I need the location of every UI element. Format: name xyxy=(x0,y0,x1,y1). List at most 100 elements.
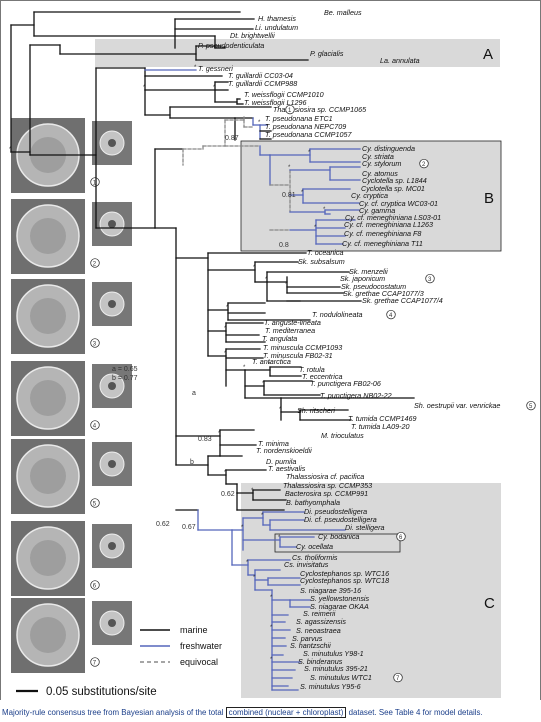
support-value: 0.81 xyxy=(282,192,296,199)
node-support-star: * xyxy=(308,150,311,156)
taxon-label: B. bathyomphala xyxy=(286,498,340,507)
detail-pore xyxy=(108,139,116,147)
node-support-star: * xyxy=(143,85,146,91)
caption-post: dataset. xyxy=(346,708,379,717)
detail-pore xyxy=(108,382,116,390)
micrograph-4 xyxy=(11,361,85,436)
taxon-photo-ref-number: 2 xyxy=(422,162,426,168)
taxon-photo-ref-circle xyxy=(419,158,429,169)
taxon-label: T. pseudonana ETC1 xyxy=(265,114,333,123)
taxon-label: T. anguste-lineata xyxy=(264,318,321,327)
taxon-label: T. weissflogii CCMP1010 xyxy=(244,90,324,99)
photo-number-badge xyxy=(90,580,100,590)
taxon-label: T. nordenskioeldii xyxy=(256,446,312,455)
taxon-label: T. pseudonana CCMP1057 xyxy=(265,130,352,139)
taxon-label: Cy. cryptica xyxy=(351,191,388,200)
clade-box-b xyxy=(240,140,502,252)
taxon-label: Sk. grethae CCAP1077/4 xyxy=(362,296,443,305)
node-support-star: * xyxy=(213,85,216,91)
taxon-label: S. minutulus 395-21 xyxy=(304,664,368,673)
taxon-label: T. aestivalis xyxy=(268,464,306,473)
legend-freshwater-label: freshwater xyxy=(180,641,222,651)
detail-pore xyxy=(108,300,116,308)
photo-number: 7 xyxy=(93,661,97,667)
node-support-star: * xyxy=(218,431,221,437)
taxon-photo-ref-number: 5 xyxy=(529,404,533,410)
taxon-label: M. trioculatus xyxy=(321,431,364,440)
taxon-label: S. niagarae OKAA xyxy=(310,602,369,611)
micrograph-7 xyxy=(11,598,85,673)
support-value: b = 0.77 xyxy=(112,375,138,382)
support-value: a = 0.65 xyxy=(112,366,138,373)
photo-number: 4 xyxy=(93,424,97,430)
taxon-label: T. gessneri xyxy=(198,64,233,73)
taxon-label: D. pumila xyxy=(266,457,296,466)
taxon-label: T. punctigera NB02-22 xyxy=(320,391,392,400)
node-support-star: * xyxy=(253,575,256,581)
caption-link[interactable]: See Table 4 for model details. xyxy=(378,708,483,717)
taxon-photo-ref-circle xyxy=(285,104,295,115)
legend-marine-label: marine xyxy=(180,625,208,635)
taxon-label: Cy. stylorum xyxy=(362,159,401,168)
taxon-label: T. tumida CCMP1469 xyxy=(348,414,416,423)
node-support-star: * xyxy=(288,165,291,171)
node-support-star: * xyxy=(194,65,197,71)
node-support-star: * xyxy=(9,147,12,153)
photo-number-badge xyxy=(90,498,100,508)
taxon-photo-ref-number: 4 xyxy=(389,313,393,319)
taxon-photo-ref-number: 6 xyxy=(399,535,403,541)
taxon-photo-ref-number: 1 xyxy=(288,108,292,114)
node-support-star: * xyxy=(262,381,265,387)
taxon-label: T. guillardii CCMP988 xyxy=(228,79,297,88)
support-value: 0.87 xyxy=(225,135,239,142)
taxon-label: T. mediterranea xyxy=(265,326,315,335)
taxon-label: T. antarctica xyxy=(252,357,291,366)
node-support-star: * xyxy=(261,513,264,519)
taxon-label: H. thamesis xyxy=(258,14,296,23)
support-value: 0.67 xyxy=(182,524,196,531)
taxon-label: Cs. tholiformis xyxy=(292,553,338,562)
node-support-star: * xyxy=(224,351,227,357)
photo-number: 2 xyxy=(93,262,97,268)
taxon-label: S. neoastraea xyxy=(296,626,341,635)
clade-box-a xyxy=(95,39,500,67)
taxon-photo-ref-circle xyxy=(386,309,396,320)
detail-pore xyxy=(108,460,116,468)
valve-centre xyxy=(30,617,66,653)
taxon-label: Sh. oestrupii var. venrickae xyxy=(414,401,500,410)
taxon-label: Cy. cf. meneghiniana LS03-01 xyxy=(345,213,441,222)
node-support-star: * xyxy=(258,120,261,126)
taxon-label: Cs. invisitatus xyxy=(284,560,329,569)
taxon-label: P. glacialis xyxy=(310,49,344,58)
taxon-label: Cyclotella sp. L1844 xyxy=(362,176,427,185)
node-support-star: * xyxy=(243,365,246,371)
taxon-label: Di. stelligera xyxy=(345,523,385,532)
taxon-label: T. tumida LA09-20 xyxy=(351,422,409,431)
node-support-star: * xyxy=(268,362,271,368)
valve-centre xyxy=(30,540,66,576)
taxon-label: Dt. brightwellii xyxy=(230,31,275,40)
photo-number: 3 xyxy=(93,342,97,348)
figure-caption: Majority-rule consensus tree from Bayesi… xyxy=(2,706,539,720)
node-support-star: * xyxy=(270,595,273,601)
detail-pore xyxy=(108,542,116,550)
taxon-label: La. annulata xyxy=(380,56,420,65)
taxon-label: T. guillardii CC03-04 xyxy=(228,71,293,80)
taxon-photo-ref-number: 3 xyxy=(428,277,432,283)
taxon-label: Sk. grethae CCAP1077/3 xyxy=(343,289,424,298)
taxon-label: Thalassiosira sp. CCMP353 xyxy=(283,481,372,490)
taxon-label: T. oceanica xyxy=(307,248,344,257)
photo-number-badge xyxy=(90,338,100,348)
taxon-label: Be. malleus xyxy=(324,8,362,17)
node-support-star: * xyxy=(226,305,229,311)
taxon-label: T. rotula xyxy=(299,365,325,374)
taxon-label: Cy. ocellata xyxy=(296,542,333,551)
photo-number: 1 xyxy=(93,181,97,187)
valve-centre xyxy=(30,380,66,416)
valve-centre xyxy=(30,218,66,254)
taxon-label: Cy. gamma xyxy=(359,206,395,215)
taxon-label: Cy. cf. meneghiniana L1263 xyxy=(344,220,433,229)
valve-centre xyxy=(30,458,66,494)
taxon-label: Sk. japonicum xyxy=(340,274,385,283)
